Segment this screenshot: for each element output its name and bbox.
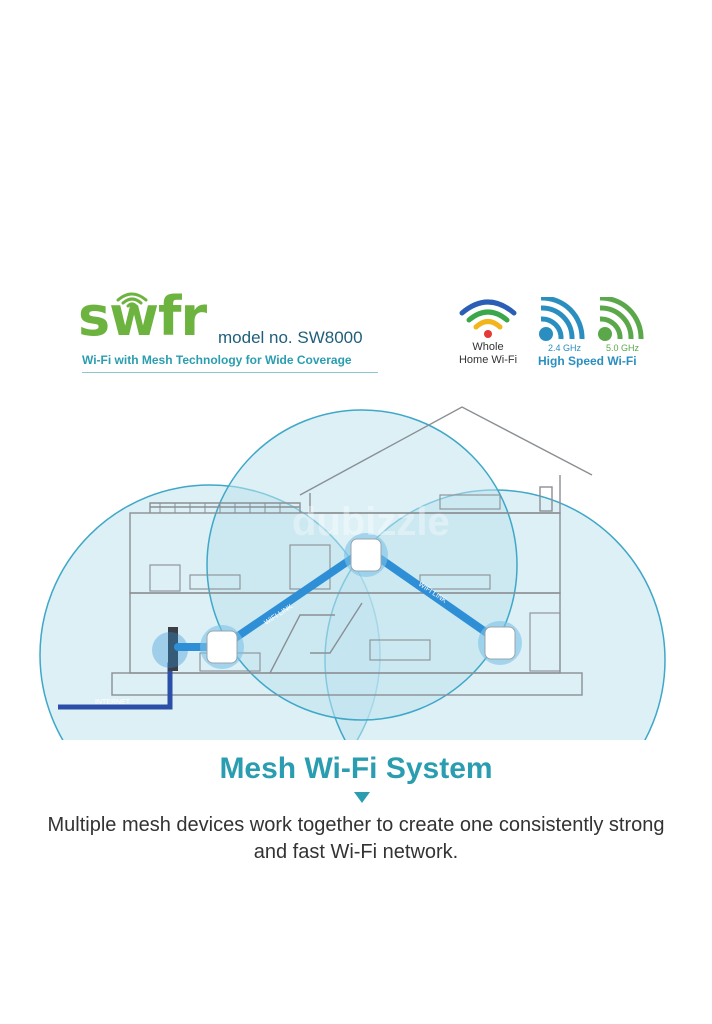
house-outline (111, 406, 593, 696)
furniture (149, 494, 561, 672)
router-glow (152, 632, 188, 668)
mesh-node-left (200, 625, 244, 669)
modem (168, 627, 178, 671)
tagline: Wi-Fi with Mesh Technology for Wide Cove… (82, 353, 352, 367)
section-heading: Mesh Wi-Fi System (219, 752, 493, 785)
railing (159, 503, 281, 513)
model-number: model no. SW8000 (218, 328, 363, 347)
high-speed-label: High Speed Wi-Fi (538, 354, 637, 368)
down-arrow-icon (354, 792, 370, 803)
logo-wordmark: swfr (78, 285, 207, 348)
whole-home-label-2: Home Wi-Fi (458, 354, 518, 366)
mesh-node-center (344, 533, 388, 577)
mesh-node-right (478, 621, 522, 665)
logo-wifi-icon (116, 292, 148, 308)
mesh-house-illustration: INTERNET WIFI LINK WIFI LINK dubizzle (39, 406, 666, 740)
brand-logo: swfr (78, 286, 218, 350)
band-24-label: 2.4 GHz (548, 343, 582, 353)
whole-home-wifi-icon (459, 299, 517, 338)
internet-label: INTERNET (95, 699, 131, 706)
wifi-50ghz-icon (598, 297, 644, 341)
watermark: dubizzle (292, 500, 450, 544)
tagline-underline (82, 372, 378, 373)
whole-home-label-1: Whole (472, 341, 504, 353)
band-50-label: 5.0 GHz (606, 343, 640, 353)
wifi-24ghz-icon (539, 297, 585, 341)
description-text: Multiple mesh devices work together to c… (47, 814, 665, 863)
